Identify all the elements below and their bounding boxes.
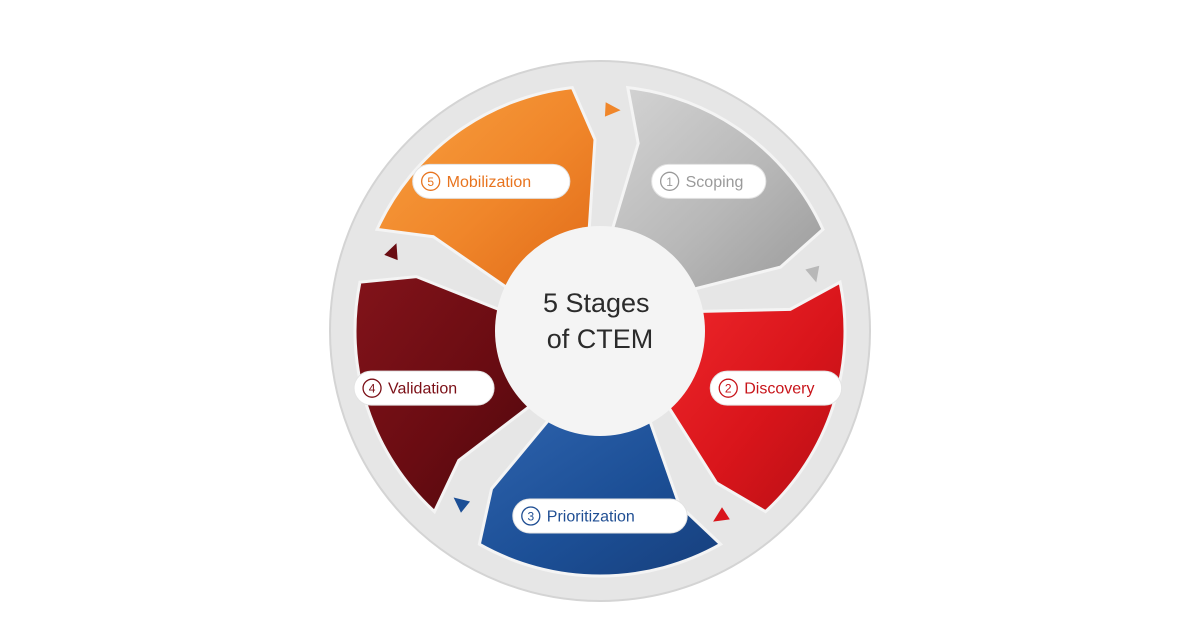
stage-number: 1 — [666, 175, 673, 189]
stage-number: 4 — [369, 382, 376, 396]
stage-pill-discovery: 2 Discovery — [709, 370, 843, 406]
stage-pill-mobilization: 5 Mobilization — [412, 163, 571, 199]
stage-label: Validation — [388, 381, 457, 398]
pill-background — [512, 498, 688, 534]
stage-pill-validation: 4 Validation — [353, 370, 495, 406]
stage-pill-scoping: 1 Scoping — [651, 163, 767, 199]
stage-number-circle — [521, 506, 541, 526]
arrow-after-prioritization — [453, 497, 471, 513]
stage-number: 2 — [725, 382, 732, 396]
stage-label: Mobilization — [447, 174, 531, 191]
stage-number-circle — [421, 171, 441, 191]
arrow-after-discovery — [713, 507, 730, 522]
stage-label: Prioritization — [547, 509, 635, 526]
arrow-after-validation — [384, 243, 398, 261]
stage-number-circle — [718, 378, 738, 398]
center-title: 5 Stages of CTEM — [543, 288, 657, 354]
stage-number: 5 — [427, 175, 434, 189]
stage-number: 3 — [527, 510, 534, 524]
stage-label: Scoping — [686, 174, 744, 191]
pills-group: 1 Scoping 2 Discovery 3 Prioritization 4 Valida… — [353, 163, 843, 534]
arrow-after-scoping — [805, 265, 820, 283]
stage-number-circle — [659, 171, 680, 191]
center-disc — [495, 226, 705, 436]
stage-number-circle — [362, 378, 382, 398]
center-title-line-1: 5 Stages — [543, 288, 650, 318]
pill-background — [709, 370, 843, 406]
stage-pill-prioritization: 3 Prioritization — [512, 498, 688, 534]
center-title-line-2: of CTEM — [547, 324, 654, 354]
stage-label: Discovery — [744, 381, 814, 398]
pill-background — [651, 163, 767, 199]
pill-background — [353, 370, 495, 406]
arrow-after-mobilization — [604, 102, 621, 117]
arrows-group — [384, 102, 820, 522]
pill-background — [412, 163, 571, 199]
